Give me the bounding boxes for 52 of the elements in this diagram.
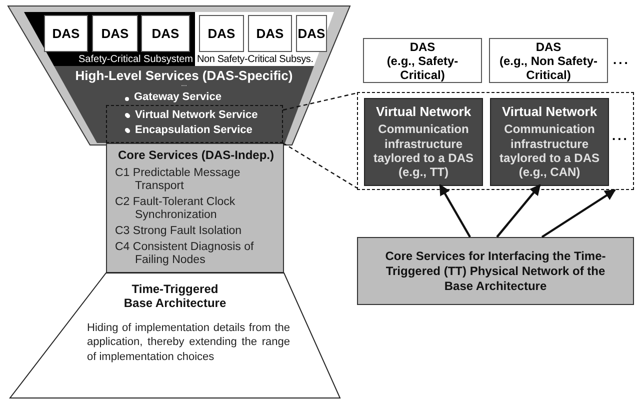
- core-services-box: [106, 143, 284, 273]
- box-label: DAS: [208, 26, 236, 41]
- arrow: [439, 184, 471, 238]
- das-box: [141, 15, 190, 52]
- connector-line: [282, 92, 358, 111]
- ellipsis: ...: [613, 52, 630, 67]
- layer-heading: Time-Triggered Base Architecture: [122, 283, 228, 311]
- box-text: (e.g., Safety-Critical): [386, 54, 460, 82]
- service-item: C3 Strong Fault Isolation: [115, 225, 243, 238]
- das-box: [296, 15, 327, 52]
- base-architecture-trapezoid: [10, 273, 340, 398]
- das-box: [44, 15, 88, 52]
- das-box: [363, 38, 482, 83]
- description-text: Hiding of implementation details from the application, thereby extending the range of implementation choices: [87, 321, 290, 364]
- box-heading: DAS: [536, 40, 562, 54]
- virtual-network-box: [364, 98, 483, 186]
- service-item: C2 Fault-Tolerant Clock Synchronization: [115, 196, 236, 222]
- das-box: [92, 15, 138, 52]
- service-item: C4 Consistent Diagnosis of Failing Nodes: [115, 241, 255, 268]
- ellipsis: ...: [612, 128, 629, 143]
- virtual-network-box: [490, 98, 609, 186]
- highlight-box: [357, 92, 634, 190]
- box-label: DAS: [52, 26, 80, 41]
- box-label: DAS: [256, 26, 284, 41]
- das-box: [489, 38, 608, 83]
- box-text: Communication infrastructure taylored to a DAS (e.g., TT): [372, 122, 475, 180]
- box-heading: Virtual Network: [502, 104, 598, 120]
- das-box: [199, 15, 244, 52]
- box-label: DAS: [101, 26, 129, 41]
- interface-services-box: [357, 237, 634, 305]
- service-item: Virtual Network Service: [135, 109, 259, 122]
- box-heading: Virtual Network: [376, 104, 472, 120]
- subsystem-label: Non Safety-Critical Subsys.: [197, 54, 314, 66]
- service-item: Gateway Service: [134, 91, 222, 104]
- service-item: Encapsulation Service: [135, 124, 254, 137]
- box-label: DAS: [298, 26, 326, 41]
- box-text: (e.g., Non Safety-Critical): [498, 54, 598, 82]
- arrow: [496, 184, 541, 238]
- box-heading: DAS: [410, 40, 436, 54]
- box-text: Communication infrastructure taylored to a DAS (e.g., CAN): [498, 122, 601, 180]
- das-box: [248, 15, 292, 52]
- subsystem-band: [195, 12, 334, 66]
- subsystem-band: [24, 12, 195, 66]
- arrow: [541, 189, 616, 238]
- service-item: C1 Predictable Message Transport: [115, 167, 242, 194]
- box-label: DAS: [152, 26, 180, 41]
- box-heading: Core Services (DAS-Indep.): [116, 149, 276, 163]
- layer-heading: High-Level Services (DAS-Specific): [74, 69, 294, 84]
- connector-line: [282, 142, 358, 189]
- box-text: Core Services for Interfacing the Time-Triggered (TT) Physical Network of the Base Architecture: [384, 248, 607, 294]
- subsystem-label: Safety-Critical Subsystem: [78, 54, 193, 66]
- service-layer-trapezoid: [54, 66, 314, 143]
